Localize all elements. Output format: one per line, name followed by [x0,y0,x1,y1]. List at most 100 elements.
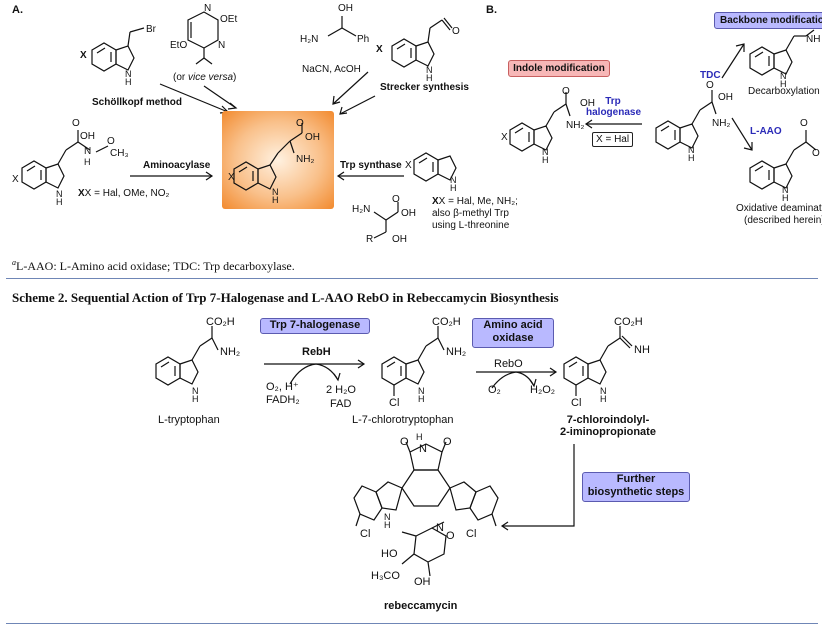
decarboxylation-label: Decarboxylation [748,86,820,97]
eto-label: EtO [170,40,188,51]
b-left-oh-label: OH [580,98,595,109]
b-left-x-label: X [501,132,508,143]
ser-oh-label: OH [401,208,416,219]
rebh-outputs-1: 2 H₂O [326,384,356,396]
l-tryptophan-structure [155,326,219,386]
rebh-outputs-2: FAD [330,398,352,410]
tdc-label: TDC [700,70,721,81]
imino-cl-label: Cl [571,397,582,409]
reb-left-n-label: N [384,512,391,522]
acyl-o-label: O [72,118,80,129]
rebh-inputs-2: FADH₂ [266,394,300,406]
reb-ho-label: HO [381,548,398,560]
imino-nh-label: NH [634,344,650,356]
trp-synthase-x-3: using L-threonine [432,220,510,231]
reb-left-h-label: H [384,520,391,530]
rebo-output: H₂O₂ [530,384,556,396]
or-vice-versa-label: (or vice versa) [173,72,237,83]
reb-n-label: N [419,443,427,455]
b-center-nh-label: N H [688,145,695,163]
ph-label: Ph [357,34,370,45]
scheme-2-title: Scheme 2. Sequential Action of Trp 7-Hal… [12,290,559,305]
aminoacylase-x-label: XX = Hal, OMe, NO₂ [78,188,170,199]
l-7-chlorotryptophan-structure [381,326,445,396]
cltrp-n-label: N [418,386,425,396]
strecker-synthesis-label: Strecker synthesis [380,82,469,93]
panel-a-arrows [130,71,404,181]
oxidative-deamination-label: Oxidative deamination [736,203,822,214]
trp-n-label: N [192,386,199,396]
laao-label: L-AAO [750,126,782,137]
reb-cl-right: Cl [466,528,477,540]
acetyl-o-label: O [107,136,115,147]
rebh-inputs-1: O₂, H⁺ [266,381,299,393]
panel-b-branch-arrows [721,43,753,151]
acyl-x-label: X [12,174,19,185]
n-label-1: N [204,3,212,14]
tryptamine-indole-nh-label: N H [780,71,787,89]
cltrp-nh2-label: NH₂ [446,346,467,358]
strecker-indole-nh-label: N H [426,65,433,83]
imino-co2h-label: CO₂H [614,316,643,328]
trp-7-halogenase-badge: Trp 7-halogenase [260,318,370,334]
keto-o-label-1: O [800,118,808,129]
r-label: R [366,234,374,245]
n-label-2: N [218,40,226,51]
reb-oh-label: OH [414,576,431,588]
bislactim-ether-structure [187,11,219,65]
indole-acetaldehyde-structure [391,17,453,68]
trp-h-label: H [192,394,199,404]
b-center-nh2-label: NH₂ [712,118,731,129]
reb-o-label-2: O [443,436,452,448]
x-hal-box: X = Hal [592,132,634,147]
trp-synthase-x-2: also β-methyl Trp [432,208,509,219]
threonine-structure [373,202,399,239]
synthase-x-label: X [405,160,412,171]
l-tryptophan-label: L-tryptophan [158,414,220,426]
product-oh-label: OH [305,132,320,143]
indole-nh-label: N H [125,69,132,87]
panel-b-label: B. [486,4,497,16]
cltrp-h-label: H [418,394,425,404]
rebh-label: RebH [302,346,331,358]
panel-a-label: A. [12,4,23,16]
bromomethyl-indole-structure [91,27,145,72]
strecker-reagents-label: NaCN, AcOH [302,64,361,75]
acyl-nh-label: N H [56,189,63,207]
cltrp-co2h-label: CO₂H [432,316,461,328]
iminopropionate-structure [563,326,633,396]
ser-h2n-label: H₂N [352,204,371,215]
schollkopf-method-label: Schöllkopf method [92,97,182,108]
footnote: aL-AAO: L-Amino acid oxidase; TDC: Trp d… [12,258,295,273]
rebh-reaction-arrow [264,359,366,385]
target-product-highlight [222,111,334,209]
tryptamine-nh-label: NH [806,34,821,45]
strecker-x-label: X [376,44,383,55]
b-center-o-label: O [706,80,714,91]
aldehyde-o-label: O [452,26,460,37]
reb-h-label: H [416,432,423,442]
central-trp-structure [655,90,717,150]
b-left-nh-label: N H [542,147,549,165]
separator-bottom [6,623,818,624]
reb-h3co-label: H₃CO [371,570,400,582]
separator-top [6,278,818,279]
tryptophan-product-structure [233,123,303,191]
ch3-label: CH₃ [110,148,129,159]
acyl-n-label: N [84,146,92,157]
backbone-modification-badge: Backbone modification [714,12,822,29]
product-nh-label: N H [272,187,279,205]
rebeccamycin-label: rebeccamycin [384,600,458,612]
trp-nh2-label: NH₂ [220,346,241,358]
reb-o-label-1: O [400,436,409,448]
imino-n-label: N [600,386,607,396]
oh-label: OH [338,3,353,14]
oet-label: OEt [220,14,238,25]
product-x-label: X [228,172,235,183]
rebo-input: O₂ [488,384,501,396]
ser-o-label: O [392,194,400,205]
reb-sugar-o-label: O [446,530,455,542]
described-herein-label: (described herein) [744,215,822,226]
